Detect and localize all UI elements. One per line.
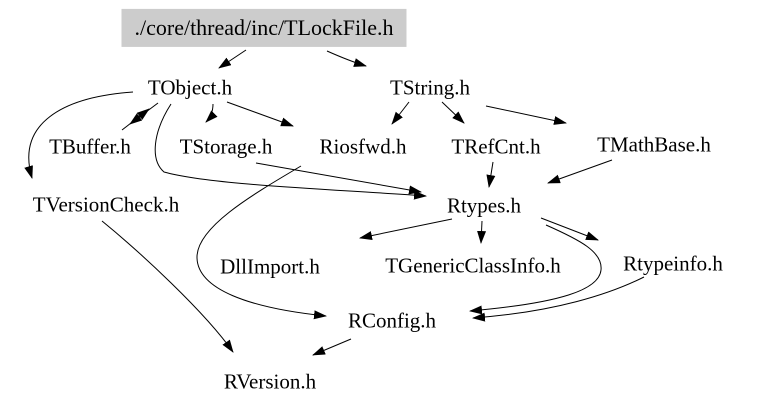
graph-node-riosfwd[interactable]: Riosfwd.h bbox=[319, 134, 407, 159]
edge-tstorage-to-rtypes bbox=[255, 162, 422, 195]
edge-riosfwd-to-rconfig bbox=[196, 165, 327, 320]
edge-tobject-to-tversioncheck bbox=[24, 91, 134, 179]
edge-tobject-to-rtypes bbox=[154, 103, 427, 200]
edge-rtypes-to-rconfig bbox=[469, 224, 602, 315]
graph-node-tbuffer[interactable]: TBuffer.h bbox=[49, 134, 131, 159]
graph-node-tstring[interactable]: TString.h bbox=[390, 75, 470, 100]
edge-rtypes-to-rtypeinfo bbox=[540, 217, 599, 241]
edge-tobject-to-tstorage bbox=[205, 103, 218, 123]
edge-trefcnt-to-rtypes bbox=[486, 161, 496, 188]
graph-node-tmathbase[interactable]: TMathBase.h bbox=[597, 132, 711, 157]
graph-node-tobject[interactable]: TObject.h bbox=[147, 75, 233, 100]
edge-rconfig-to-rversion bbox=[312, 338, 352, 356]
edge-tlockfile-to-tobject bbox=[218, 49, 247, 69]
graph-node-tlockfile[interactable]: ./core/thread/inc/TLockFile.h bbox=[121, 8, 407, 48]
edge-tversioncheck-to-rversion bbox=[101, 220, 234, 353]
graph-node-rtypeinfo[interactable]: Rtypeinfo.h bbox=[623, 251, 723, 276]
edge-tmathbase-to-rtypes bbox=[547, 159, 613, 184]
edge-rtypes-to-tgenericclassinfo bbox=[477, 220, 487, 244]
graph-node-tgenericclassinfo[interactable]: TGenericClassInfo.h bbox=[385, 253, 561, 278]
edge-tbuffer-to-tobject bbox=[121, 108, 150, 131]
graph-node-tversioncheck[interactable]: TVersionCheck.h bbox=[32, 192, 180, 217]
edge-tstring-to-riosfwd bbox=[391, 101, 410, 125]
edge-rtypeinfo-to-rconfig bbox=[472, 276, 645, 322]
edge-rtypes-to-dllimport bbox=[359, 218, 453, 240]
edge-tstring-to-trefcnt bbox=[441, 101, 465, 124]
graph-node-rtypes[interactable]: Rtypes.h bbox=[446, 193, 522, 218]
edge-tlockfile-to-tstring bbox=[326, 50, 367, 67]
graph-node-rconfig[interactable]: RConfig.h bbox=[347, 308, 437, 333]
graph-node-trefcnt[interactable]: TRefCnt.h bbox=[451, 134, 541, 159]
graph-node-dllimport[interactable]: DllImport.h bbox=[220, 254, 320, 279]
edge-tobject-to-riosfwd bbox=[226, 101, 294, 127]
edge-tstring-to-tmathbase bbox=[485, 105, 567, 125]
graph-node-tstorage[interactable]: TStorage.h bbox=[179, 134, 273, 159]
graph-node-rversion[interactable]: RVersion.h bbox=[223, 369, 317, 394]
